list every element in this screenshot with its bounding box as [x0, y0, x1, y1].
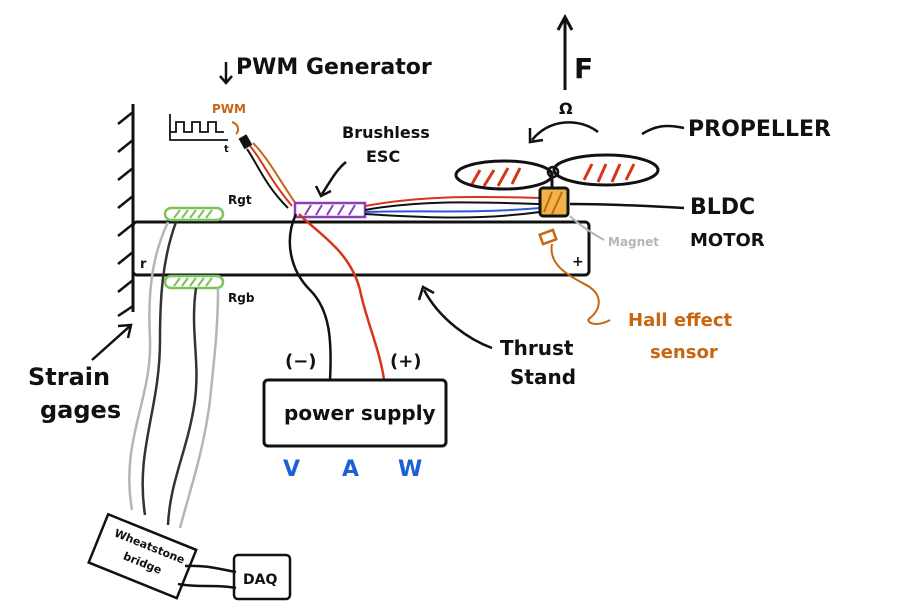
esc-hatching: [304, 204, 356, 216]
strain-gages-arrow: [91, 323, 133, 361]
hall-sensor-label-line2: sensor: [650, 342, 718, 363]
rotation-arrow: [528, 121, 599, 144]
pivot-right-label: +: [572, 254, 584, 270]
thrust-stand-label-line1: Thrust: [500, 336, 574, 360]
pwm-connector: [238, 134, 253, 150]
daq-label: DAQ: [243, 572, 277, 588]
meter-a-label: A: [342, 457, 359, 482]
wheatstone-bridge-box: [87, 512, 198, 600]
wall: [117, 104, 135, 318]
esc-motor-wires: [364, 195, 541, 219]
propeller-pointer: [641, 124, 685, 136]
bridge-to-daq-wires: [177, 564, 237, 590]
strain-gauge-bottom: [163, 274, 225, 290]
pwm-wires: [246, 142, 297, 209]
daq-box: [232, 553, 292, 601]
gauge-top-label: Rgt: [228, 193, 252, 207]
propeller-label: PROPELLER: [688, 117, 831, 142]
pwm-generator-arrow: [219, 62, 233, 85]
pwm-time-axis-label: t: [224, 144, 229, 155]
hall-sensor-label-line1: Hall effect: [628, 310, 732, 331]
esc-label-line2: ESC: [366, 147, 400, 166]
strain-gauge-top: [163, 206, 225, 222]
thrust-stand-label-line2: Stand: [510, 365, 576, 389]
force-label: F: [574, 52, 593, 85]
power-supply-box: [262, 378, 448, 448]
propeller: [454, 153, 660, 191]
bldc-motor: [538, 176, 570, 218]
omega-label: Ω: [559, 99, 573, 118]
hall-sensor: [538, 228, 558, 246]
magnet-pointer: [569, 215, 605, 241]
pwm-signal-label: PWM: [212, 102, 246, 116]
thrust-stand-arrow: [417, 285, 493, 350]
strain-gages-label-line2: gages: [40, 396, 121, 424]
force-arrow: [556, 13, 574, 90]
power-supply-label: power supply: [284, 401, 436, 425]
terminal-negative-label: (−): [285, 351, 317, 372]
esc-label-line1: Brushless: [342, 123, 430, 142]
power-wires: [288, 213, 386, 381]
pwm-signal-arrow: [231, 121, 240, 135]
terminal-positive-label: (+): [390, 351, 422, 372]
bldc-motor-pointer: [569, 202, 685, 210]
hall-sensor-wire: [550, 243, 611, 325]
bldc-motor-label-line1: BLDC: [690, 195, 755, 220]
pwm-waveform: [169, 114, 228, 141]
gauge-bottom-label: Rgb: [228, 291, 255, 305]
meter-w-label: W: [398, 457, 422, 482]
pivot-left-label: r: [140, 257, 147, 272]
pwm-generator-label: PWM Generator: [236, 55, 432, 80]
thrust-stand-beam: [131, 220, 591, 277]
magnet-label: Magnet: [608, 235, 659, 249]
strain-gauge-wires: [128, 221, 220, 529]
strain-gages-label-line1: Strain: [28, 363, 110, 391]
bldc-motor-label-line2: MOTOR: [690, 230, 765, 251]
esc-arrow: [314, 161, 347, 198]
meter-v-label: V: [283, 457, 300, 482]
